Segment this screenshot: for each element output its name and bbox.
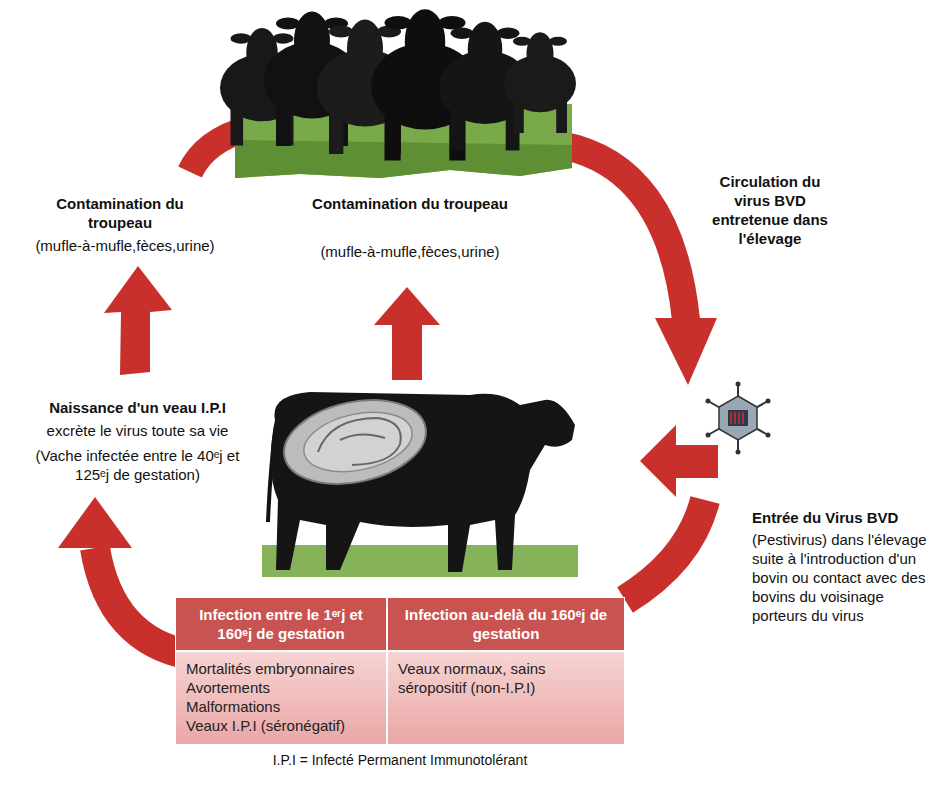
cycle-arrows bbox=[95, 128, 705, 655]
virus-core bbox=[728, 410, 748, 426]
left-arrow bbox=[640, 425, 718, 497]
up-arrow bbox=[104, 266, 172, 375]
table-header-cell: Infection entre le 1ᵉʳj et 160ᵉj de gest… bbox=[175, 597, 387, 651]
footnote: I.P.I = Infecté Permanent Immunotolérant bbox=[175, 751, 625, 770]
cell-text: Infection entre le 1ᵉʳj et 160ᵉj de gest… bbox=[184, 605, 378, 643]
virus-knobs bbox=[706, 382, 771, 455]
fetus-outline bbox=[318, 418, 401, 465]
caption-heading: Entrée du Virus BVD bbox=[752, 508, 930, 527]
caption-note: excrète le virus toute sa vie bbox=[20, 421, 255, 440]
uterus bbox=[276, 388, 433, 496]
cell-text: Mortalités embryonnaires bbox=[186, 659, 376, 678]
cycle-band bbox=[625, 500, 705, 600]
cow-figure bbox=[504, 32, 576, 133]
arrow-head bbox=[655, 318, 717, 385]
virus-icon bbox=[706, 382, 771, 455]
caption-note: (Pestivirus) dans l'élevage suite à l'in… bbox=[752, 530, 930, 625]
table-body-cell: Veaux normaux, sains séropositif (non-I.… bbox=[387, 651, 625, 745]
cycle-band bbox=[560, 145, 686, 320]
uterus-inner bbox=[298, 403, 417, 481]
table-body-cell: Mortalités embryonnairesAvortementsMalfo… bbox=[175, 651, 387, 745]
cow-picture bbox=[262, 388, 578, 577]
caption-heading: Circulation du virus BVD entretenue dans… bbox=[702, 172, 838, 248]
virus-rna bbox=[731, 412, 743, 424]
caption-note: (mufle-à-mufle,fèces,urine) bbox=[280, 242, 540, 261]
arrow-head bbox=[58, 497, 132, 548]
virus-capsid bbox=[719, 396, 757, 440]
virus-spikes bbox=[708, 384, 768, 452]
up-arrow bbox=[374, 287, 440, 380]
cell-text: Veaux I.P.I (séronégatif) bbox=[186, 716, 376, 735]
herd-picture bbox=[220, 9, 576, 178]
cell-text: Infection au-delà du 160ᵉj de gestation bbox=[396, 605, 616, 643]
caption-heading: Contamination du troupeau bbox=[40, 194, 200, 232]
caption-note: (Vache infectée entre le 40ᵉj et 125ᵉj d… bbox=[25, 446, 250, 484]
caption-heading: Naissance d'un veau I.P.I bbox=[20, 398, 255, 417]
cell-text: Malformations bbox=[186, 697, 376, 716]
caption-heading: Contamination du troupeau bbox=[280, 194, 540, 213]
caption-note: (mufle-à-mufle,fèces,urine) bbox=[5, 236, 245, 255]
table-header-cell: Infection au-delà du 160ᵉj de gestation bbox=[387, 597, 625, 651]
cell-text: Veaux normaux, sains séropositif (non-I.… bbox=[398, 659, 614, 697]
cell-text: Avortements bbox=[186, 678, 376, 697]
grass bbox=[262, 545, 578, 577]
